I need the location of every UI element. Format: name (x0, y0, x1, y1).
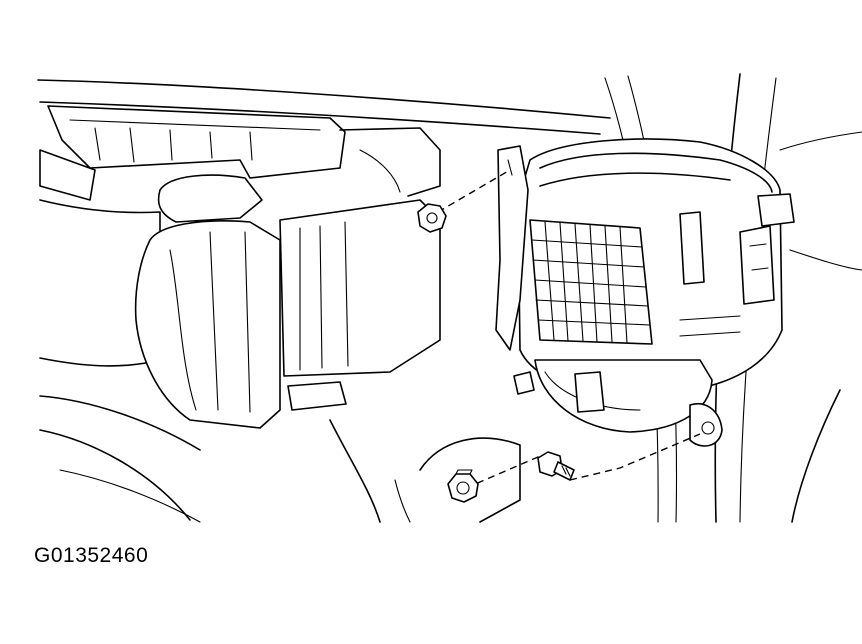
blower-motor-icon (513, 359, 723, 447)
case-brackets (679, 193, 795, 337)
heater-duct-housing (39, 105, 441, 429)
lower-nut-icon (447, 469, 479, 503)
blower-assembly-illustration (37, 73, 862, 523)
bolt-icon (537, 451, 575, 481)
nut-icon (417, 203, 447, 233)
figure-code-label: G01352460 (34, 544, 149, 567)
installation-guide-lines (437, 169, 701, 489)
floor-contours (39, 395, 521, 523)
blower-grille (529, 219, 653, 345)
